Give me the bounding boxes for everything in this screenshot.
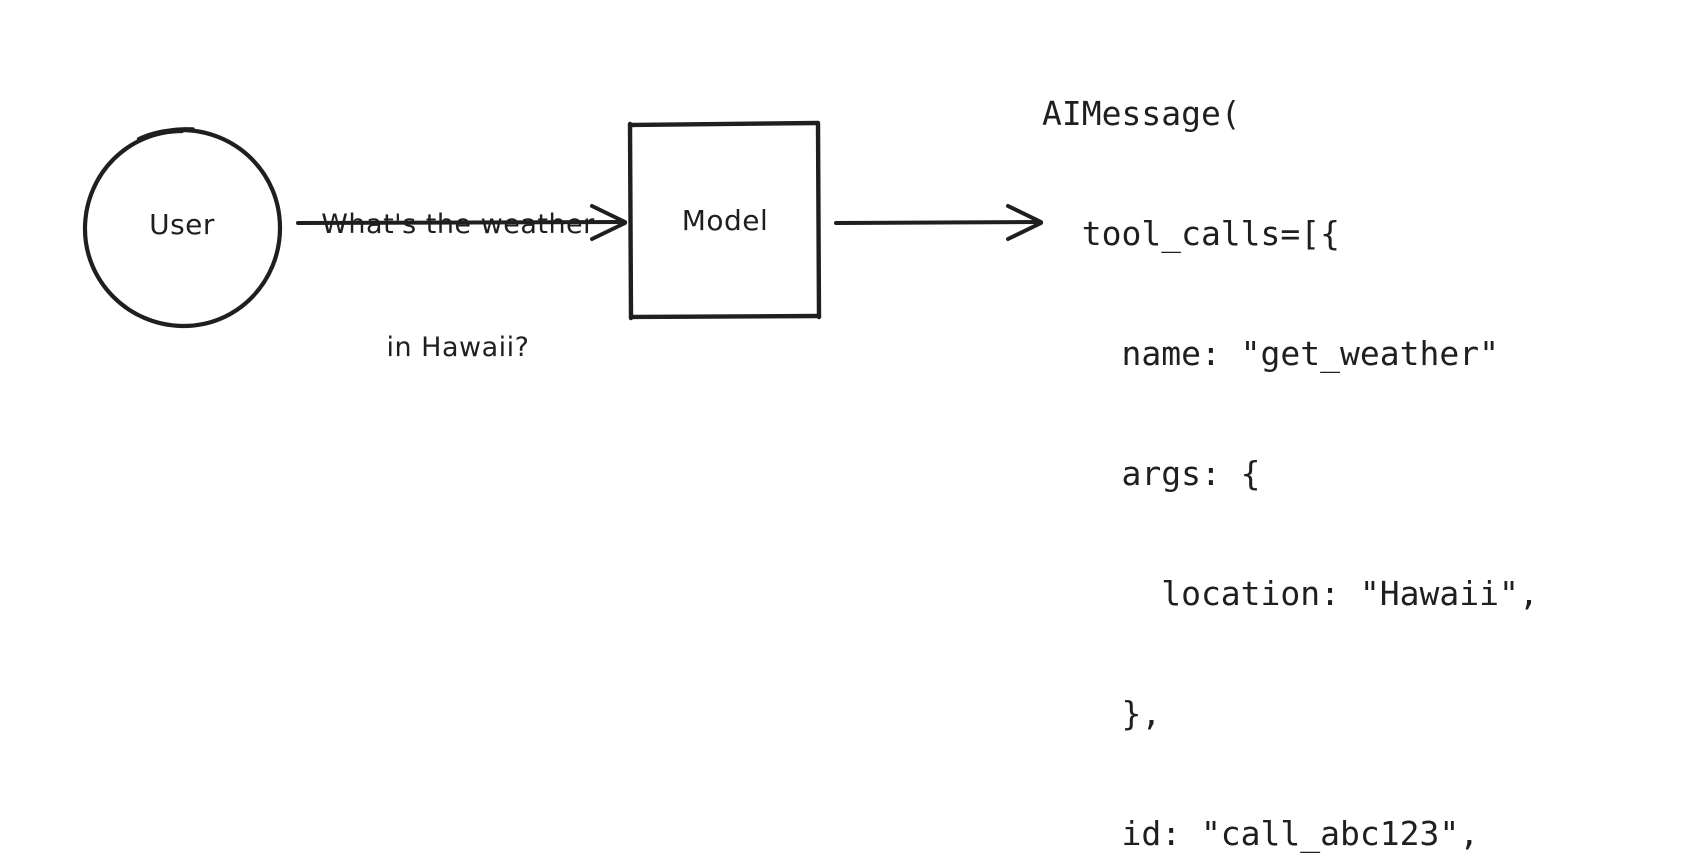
- code-line: AIMessage(: [1042, 94, 1241, 133]
- edge-label-line-2: in Hawaii?: [386, 332, 530, 363]
- user-node-circle: [82, 127, 283, 329]
- code-line: id: "call_abc123",: [1042, 814, 1480, 853]
- ai-message-code-output: AIMessage( tool_calls=[{ name: "get_weat…: [1042, 14, 1539, 864]
- code-line: name: "get_weather": [1042, 334, 1499, 373]
- code-line: args: {: [1042, 454, 1261, 493]
- diagram-canvas: User Model What's the weather in Hawaii?…: [82, 94, 1539, 853]
- edge-label-user-to-model: What's the weather in Hawaii?: [288, 122, 628, 450]
- model-node-label: Model: [681, 204, 769, 237]
- model-node-box: [627, 120, 822, 321]
- code-line: tool_calls=[{: [1042, 214, 1341, 253]
- edge-label-line-1: What's the weather: [321, 209, 595, 240]
- arrow-model-to-output: [834, 204, 1043, 241]
- code-line: location: "Hawaii",: [1042, 574, 1539, 613]
- sketch-layer: [82, 120, 1043, 329]
- code-line: },: [1042, 694, 1162, 733]
- arrow-user-to-model: [296, 204, 627, 241]
- user-node-label: User: [149, 208, 215, 241]
